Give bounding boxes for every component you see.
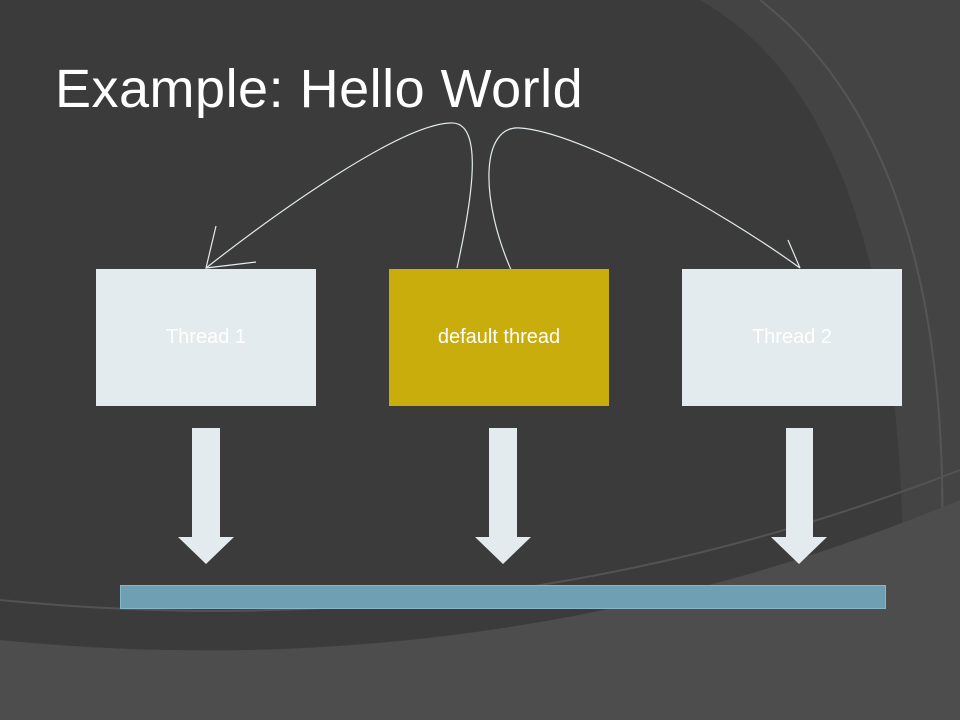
bg-swoosh-right [700,0,960,720]
node-default-thread: default thread [389,269,609,406]
slide-title: Example: Hello World [55,59,584,119]
node-thread-2: Thread 2 [682,269,902,406]
node-thread-1: Thread 1 [96,269,316,406]
bg-swoosh-bottom [0,500,960,720]
node-thread-2-label: Thread 2 [751,326,833,348]
node-default-thread-label: default thread [437,326,561,348]
timeline-bar [120,585,886,609]
node-thread-1-label: Thread 1 [165,326,247,348]
